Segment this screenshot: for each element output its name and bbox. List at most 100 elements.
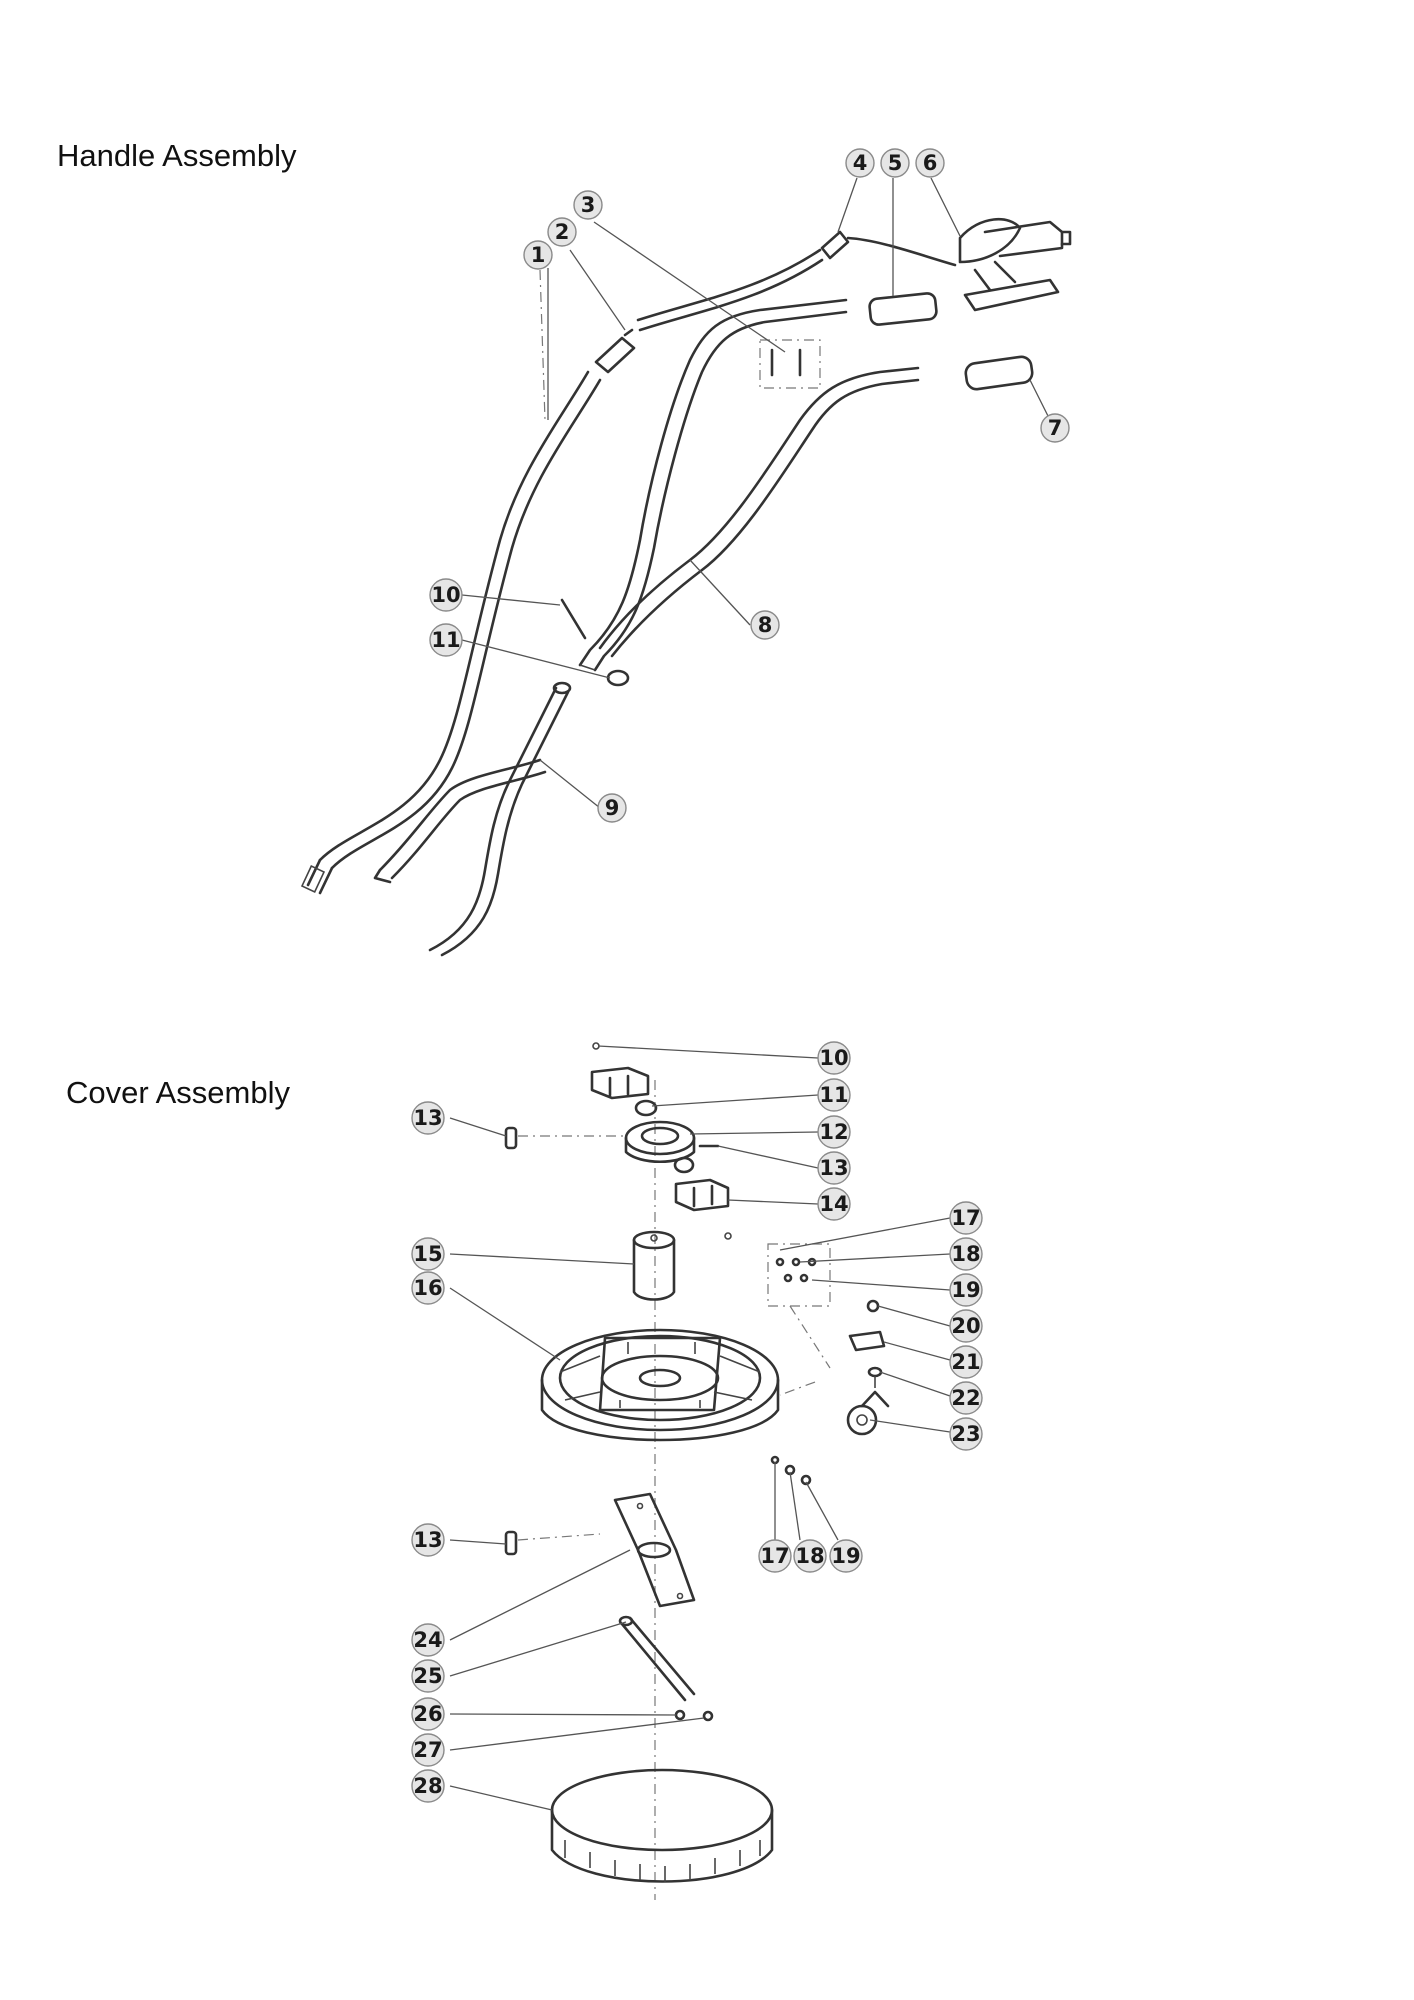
callout-19: 19 bbox=[829, 1539, 863, 1573]
callout-4: 4 bbox=[845, 148, 875, 178]
svg-text:27: 27 bbox=[413, 1738, 442, 1762]
svg-text:17: 17 bbox=[951, 1206, 980, 1230]
svg-text:11: 11 bbox=[431, 628, 460, 652]
svg-text:16: 16 bbox=[413, 1276, 442, 1300]
svg-text:23: 23 bbox=[951, 1422, 980, 1446]
svg-text:3: 3 bbox=[581, 193, 596, 217]
hose-centerline bbox=[539, 269, 546, 421]
svg-text:13: 13 bbox=[819, 1156, 848, 1180]
callout-22: 22 bbox=[949, 1381, 983, 1415]
callout-7: 7 bbox=[1040, 413, 1070, 443]
callout-8: 8 bbox=[750, 610, 780, 640]
callout-18: 18 bbox=[793, 1539, 827, 1573]
grip-lower bbox=[964, 355, 1034, 391]
callout-12: 12 bbox=[817, 1115, 851, 1149]
svg-text:21: 21 bbox=[951, 1350, 980, 1374]
svg-text:12: 12 bbox=[819, 1120, 848, 1144]
svg-text:2: 2 bbox=[555, 220, 570, 244]
callout-18: 18 bbox=[949, 1237, 983, 1271]
callout-10: 10 bbox=[817, 1041, 851, 1075]
callout-26: 26 bbox=[411, 1697, 445, 1731]
o-ring-top bbox=[634, 1099, 658, 1117]
handle-assembly-drawing bbox=[300, 177, 1072, 957]
svg-text:26: 26 bbox=[413, 1702, 442, 1726]
callout-13: 13 bbox=[411, 1101, 445, 1135]
svg-text:10: 10 bbox=[431, 583, 460, 607]
svg-text:28: 28 bbox=[413, 1774, 442, 1798]
callout-14: 14 bbox=[817, 1187, 851, 1221]
grip-upper bbox=[868, 292, 938, 326]
callout-15: 15 bbox=[411, 1237, 445, 1271]
callout-11: 11 bbox=[429, 623, 463, 657]
callout-1: 1 bbox=[523, 240, 553, 270]
svg-text:19: 19 bbox=[951, 1278, 980, 1302]
callout-10: 10 bbox=[429, 578, 463, 612]
svg-text:10: 10 bbox=[819, 1046, 848, 1070]
gun-hose bbox=[636, 230, 957, 332]
svg-text:9: 9 bbox=[605, 796, 620, 820]
o-ring-lower bbox=[673, 1156, 695, 1174]
svg-text:22: 22 bbox=[951, 1386, 980, 1410]
callout-24: 24 bbox=[411, 1623, 445, 1657]
upper-handle-frame bbox=[578, 298, 920, 672]
motor bbox=[632, 1230, 676, 1301]
lower-block bbox=[674, 1178, 732, 1240]
svg-text:24: 24 bbox=[413, 1628, 442, 1652]
svg-text:20: 20 bbox=[951, 1314, 980, 1338]
callout-9: 9 bbox=[597, 793, 627, 823]
svg-text:4: 4 bbox=[853, 151, 868, 175]
callout-27: 27 bbox=[411, 1733, 445, 1767]
cover-callouts: 10 11 12 13 14 13 15 16 17 18 19 20 21 2… bbox=[411, 1041, 983, 1803]
trigger-gun bbox=[958, 217, 1072, 312]
callout-20: 20 bbox=[949, 1309, 983, 1343]
callout-2: 2 bbox=[547, 217, 577, 247]
lower-handle-frame bbox=[373, 681, 572, 957]
svg-text:13: 13 bbox=[413, 1106, 442, 1130]
callout-3: 3 bbox=[573, 190, 603, 220]
handle-leader-lines bbox=[461, 177, 1051, 809]
svg-text:18: 18 bbox=[795, 1544, 824, 1568]
svg-text:25: 25 bbox=[413, 1664, 442, 1688]
svg-text:17: 17 bbox=[760, 1544, 789, 1568]
brush-skirt bbox=[550, 1768, 774, 1883]
cover-leader-lines bbox=[449, 1045, 951, 1811]
svg-text:8: 8 bbox=[758, 613, 773, 637]
callout-25: 25 bbox=[411, 1659, 445, 1693]
svg-text:11: 11 bbox=[819, 1083, 848, 1107]
svg-text:18: 18 bbox=[951, 1242, 980, 1266]
callout-23: 23 bbox=[949, 1417, 983, 1451]
svg-text:1: 1 bbox=[531, 243, 546, 267]
swivel-hub bbox=[624, 1120, 696, 1163]
callout-5: 5 bbox=[880, 148, 910, 178]
svg-text:6: 6 bbox=[923, 151, 938, 175]
callout-17: 17 bbox=[758, 1539, 792, 1573]
handle-callouts: 1 2 3 4 5 6 7 8 9 10 11 bbox=[429, 148, 1070, 823]
castor-wheel-assembly bbox=[779, 1299, 890, 1436]
svg-text:7: 7 bbox=[1048, 416, 1063, 440]
callout-21: 21 bbox=[949, 1345, 983, 1379]
cover-assembly-drawing bbox=[449, 1042, 951, 1900]
screw-decal bbox=[759, 339, 821, 389]
surface-cleaner-cover bbox=[540, 1328, 780, 1442]
callout-16: 16 bbox=[411, 1271, 445, 1305]
handle-assembly-title: Handle Assembly bbox=[57, 138, 297, 173]
callout-11: 11 bbox=[817, 1078, 851, 1112]
svg-text:5: 5 bbox=[888, 151, 903, 175]
cover-assembly-title: Cover Assembly bbox=[66, 1075, 290, 1110]
callout-19: 19 bbox=[949, 1273, 983, 1307]
svg-text:15: 15 bbox=[413, 1242, 442, 1266]
set-screw-left bbox=[504, 1126, 625, 1150]
screw-group bbox=[767, 1243, 831, 1369]
hose bbox=[300, 328, 636, 895]
top-block bbox=[590, 1042, 650, 1100]
callout-6: 6 bbox=[915, 148, 945, 178]
callout-13: 13 bbox=[411, 1523, 445, 1557]
spray-bar-plate bbox=[613, 1492, 696, 1608]
callout-28: 28 bbox=[411, 1769, 445, 1803]
svg-text:19: 19 bbox=[831, 1544, 860, 1568]
callout-17: 17 bbox=[949, 1201, 983, 1235]
spray-bar bbox=[618, 1615, 696, 1702]
callout-13: 13 bbox=[817, 1151, 851, 1185]
